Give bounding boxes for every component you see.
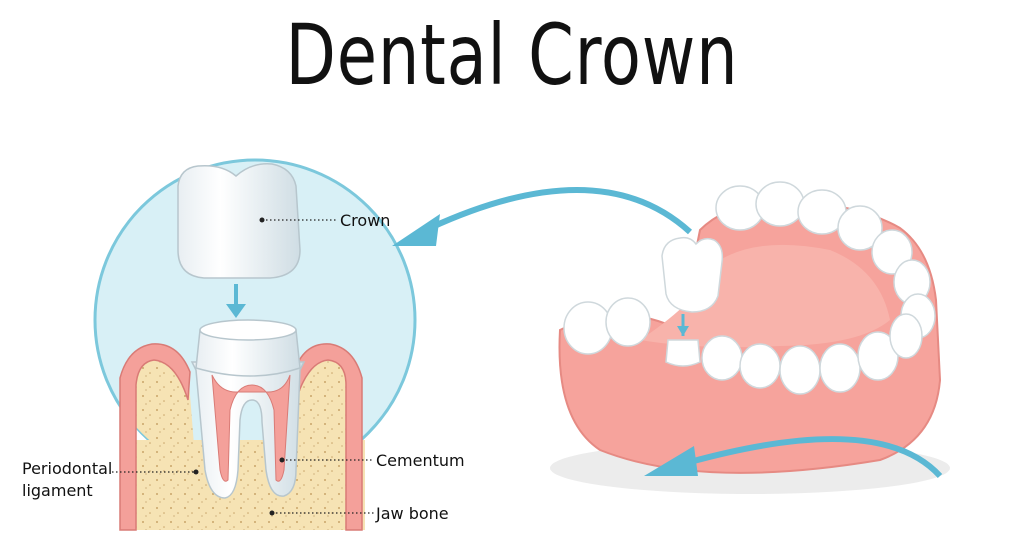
- prepared-tooth-top: [199, 319, 297, 341]
- page-title: Dental Crown: [285, 6, 739, 104]
- label-crown: Crown: [340, 211, 390, 230]
- jaw-bone: [120, 344, 362, 480]
- teeth-front-row: [563, 297, 923, 395]
- jaw-bone-leader-dot: [269, 510, 275, 516]
- curved-arrow-top: [428, 187, 693, 235]
- label-periodontal-1: Periodontal: [22, 459, 112, 478]
- curved-arrow-bottom-head: [644, 446, 698, 476]
- down-arrow-head: [226, 304, 246, 318]
- gum-left: [119, 343, 191, 531]
- crown-leader-dot: [259, 217, 265, 223]
- periodontal-leader-dot: [193, 469, 199, 475]
- label-periodontal-2: ligament: [22, 481, 93, 500]
- jaw-arrow-head: [677, 326, 689, 336]
- prepared-tooth: [195, 329, 301, 377]
- crown: [177, 163, 301, 279]
- jaw-model: [550, 181, 950, 494]
- label-jaw-bone: Jaw bone: [375, 504, 449, 523]
- cementum-leader-dot: [279, 457, 285, 463]
- jaw-stump: [665, 339, 701, 367]
- curved-arrow-bottom: [689, 436, 943, 479]
- label-cementum: Cementum: [376, 451, 465, 470]
- tooth-pulp: [211, 374, 291, 482]
- curved-arrow-top-head: [392, 214, 440, 246]
- palate: [640, 244, 890, 348]
- jaw-bone-lower: [120, 440, 365, 530]
- jaw-cross-section: [120, 344, 362, 480]
- jaw-crown: [661, 236, 724, 313]
